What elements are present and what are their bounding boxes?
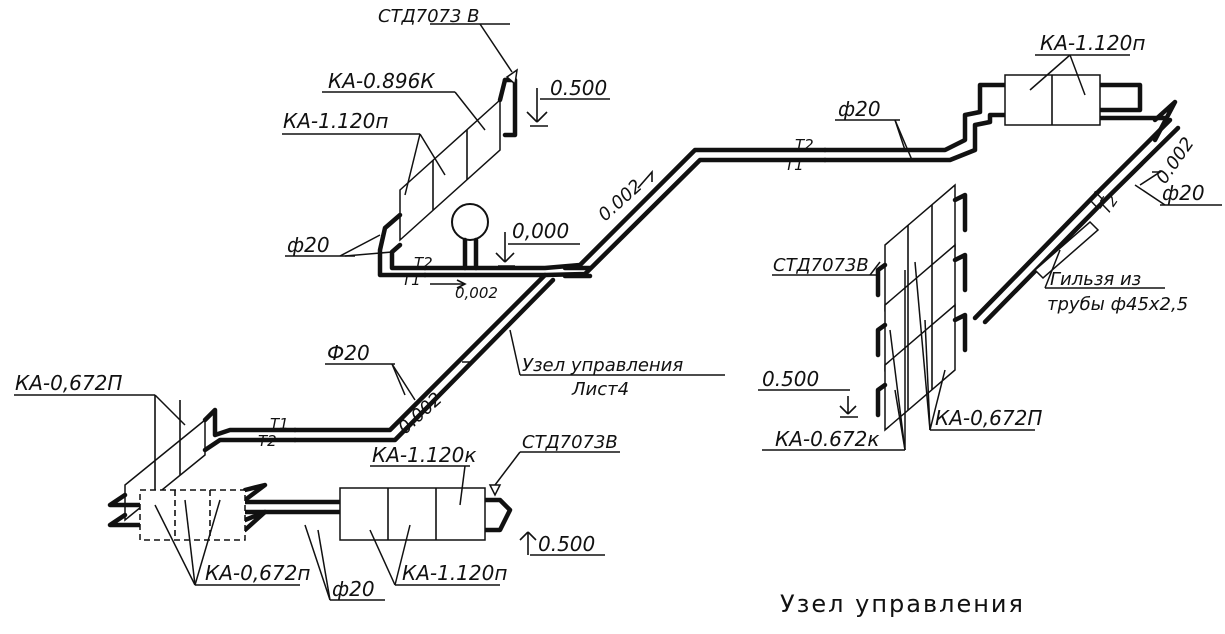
uzel-label-line2: Лист4 (571, 379, 629, 400)
t2-center-label: Т2 (414, 254, 433, 272)
ka-1120p-bottom-label: КА-1.120п (402, 561, 507, 585)
radiator-ka-1120k (339, 487, 486, 541)
phi20-right-label: ф20 (1162, 181, 1205, 205)
t1-rise-label: Т1 (785, 156, 804, 174)
std-right-label: СТД7073В (773, 255, 869, 276)
phi20-top-left-label: ф20 (287, 233, 330, 257)
radiator-ka-1120p-top (399, 98, 501, 242)
std-right-leader (869, 261, 881, 276)
elevation-marker-top (526, 88, 548, 127)
t1-center-label: Т1 (402, 271, 421, 289)
ka-0672p-left-top-label: КА-0,672П (15, 371, 122, 395)
phi20-bottom-leader1 (304, 524, 331, 601)
ka-0672k-leader2 (894, 389, 906, 451)
sleeve-pipe (1033, 220, 1100, 280)
pipes-right-descending (972, 117, 1181, 325)
sleeve-leader (1044, 249, 1061, 289)
ka-0896k-leader (454, 91, 486, 131)
ka-1120k-label: КА-1.120к (372, 443, 476, 467)
slope-0002-mid-label: 0.002 (394, 389, 446, 439)
ka-1120p-right-label: КА-1.120п (1040, 31, 1145, 55)
phi20-top-left-leader1 (339, 234, 381, 257)
ka-0672p-bottom-leader2 (184, 499, 196, 586)
ka-0672p-bottom-label: КА-0,672п (205, 561, 310, 585)
main-pipes-center (422, 147, 828, 279)
phi20-bottom-label: ф20 (332, 577, 375, 601)
ka-0672p-right-leader2 (924, 319, 931, 431)
uzel-leader (509, 329, 521, 376)
slope-arrow-rise (637, 169, 653, 189)
slope-arrow-right (1139, 171, 1163, 186)
phi20-mid-leader2 (391, 363, 416, 401)
pipes-top-right (822, 82, 1178, 163)
ka-0672p-bottom-leader3 (194, 499, 221, 586)
slope-arrow-mid (454, 361, 472, 379)
ka-0672p-right-leader1 (914, 261, 931, 431)
std-bottom-leader (494, 451, 521, 486)
phi20-right-leader (1134, 184, 1166, 206)
sleeve-label-line1: Гильзя из (1050, 269, 1141, 290)
phi20-top-center-leader2 (894, 119, 913, 161)
elev-0500-right-label: 0.500 (762, 367, 819, 391)
sleeve-label-line2: трубы ф45х2,5 (1047, 294, 1188, 315)
pipes-bottom-left (107, 482, 513, 533)
ka-1120p-right-leader2 (1069, 54, 1086, 96)
slope-0002-center-label: 0,002 (455, 284, 498, 302)
ka-0672p-right-label: КА-0,672П (935, 406, 1042, 430)
ka-0672k-label: КА-0.672к (775, 427, 879, 451)
ka-0672p-bottom-leader1 (154, 504, 196, 586)
ka-1120p-top-leader1 (404, 133, 421, 196)
air-vent-bottom (488, 484, 502, 497)
air-vent-top (505, 68, 518, 86)
std-top-leader (479, 23, 513, 73)
ka-1120p-bottom-leader1 (369, 529, 396, 586)
radiator-ka-0672p-bottom (139, 489, 246, 541)
ka-0896k-label: КА-0.896К (328, 69, 435, 93)
phi20-top-left-leader2 (344, 251, 393, 257)
ka-1120k-leader (459, 465, 466, 506)
ka-1120p-bottom-leader2 (394, 524, 411, 586)
t2-left-label: Т2 (258, 432, 277, 450)
elevation-marker-zero (495, 232, 515, 267)
gauge-circle (451, 203, 489, 271)
ka-1120p-top-leader2 (419, 133, 446, 176)
phi20-mid-label: Ф20 (327, 341, 370, 365)
ka-0672p-right-leader3 (929, 369, 946, 431)
std-top-label: СТД7073 В (378, 6, 480, 27)
t2-rise-label: Т2 (795, 136, 814, 154)
radiator-ka-1120p-right (1004, 74, 1101, 126)
radiators-stack-right (875, 183, 968, 432)
slope-arrow-center (430, 279, 467, 289)
main-pipes-diagonal-left (292, 272, 556, 443)
slope-0002-right-label: 0.002 (1152, 134, 1199, 188)
ka-0672k-leader1 (889, 329, 906, 451)
uzel-label-line1: Узел управления (522, 355, 683, 376)
ka-1120p-top-label: КА-1.120п (283, 109, 388, 133)
elev-0000-label: 0,000 (512, 219, 569, 243)
elevation-marker-bottom (519, 531, 537, 555)
ka-1120p-right-leader1 (1029, 54, 1071, 91)
diagram-title: Узел управления (780, 590, 1025, 618)
elev-0500-top-label: 0.500 (550, 76, 607, 100)
phi20-top-center-label: ф20 (838, 97, 881, 121)
phi20-bottom-leader2 (317, 529, 331, 601)
elevation-marker-right (839, 396, 858, 418)
t1-left-label: Т1 (270, 415, 289, 433)
std-bottom-label: СТД7073В (522, 432, 618, 453)
elev-0500-bottom-label: 0.500 (538, 532, 595, 556)
phi20-mid-leader1 (391, 363, 406, 396)
